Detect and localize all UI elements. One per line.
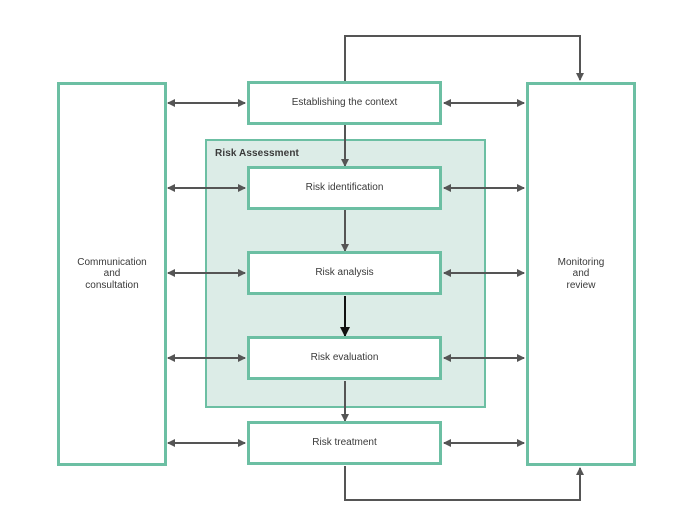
communication-consultation-label: Communication and consultation [77, 256, 147, 291]
risk-analysis-box: Risk analysis [247, 251, 442, 295]
bottom-loop-arrow [344, 466, 584, 501]
monitoring-review-label: Monitoring and review [557, 256, 605, 291]
risk-identification-box: Risk identification [247, 166, 442, 210]
risk-evaluation-label: Risk evaluation [310, 352, 379, 364]
establishing-context-box: Establishing the context [247, 81, 442, 125]
risk-treatment-label: Risk treatment [312, 437, 377, 449]
risk-analysis-label: Risk analysis [315, 267, 374, 279]
monitoring-review-box: Monitoring and review [526, 82, 636, 466]
risk-treatment-box: Risk treatment [247, 421, 442, 465]
risk-evaluation-box: Risk evaluation [247, 336, 442, 380]
top-loop-arrow [344, 35, 584, 82]
risk-identification-label: Risk identification [305, 182, 384, 194]
risk-assessment-label: Risk Assessment [215, 148, 299, 159]
establishing-context-label: Establishing the context [291, 97, 398, 109]
communication-consultation-box: Communication and consultation [57, 82, 167, 466]
